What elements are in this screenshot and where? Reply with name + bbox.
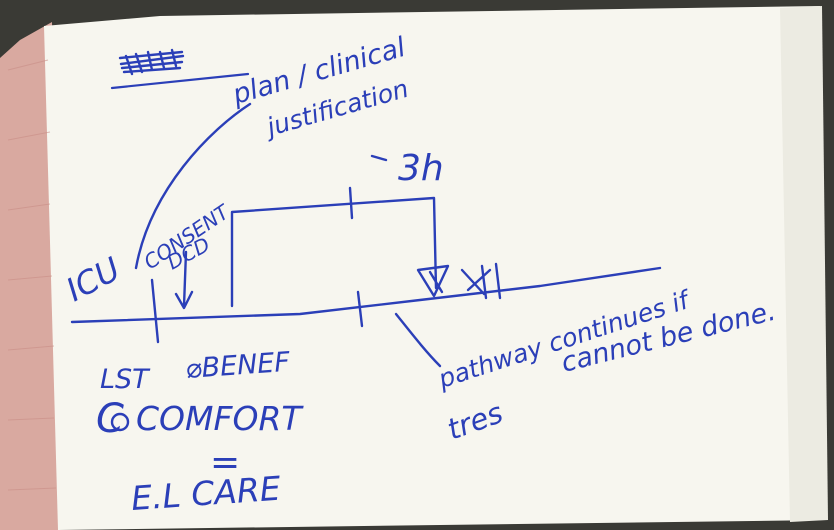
duration-label: 3h (398, 148, 444, 189)
comfort-prefix: C (96, 396, 124, 442)
lst-label: LST (100, 364, 151, 395)
comfort-label: COMFORT (136, 399, 304, 438)
